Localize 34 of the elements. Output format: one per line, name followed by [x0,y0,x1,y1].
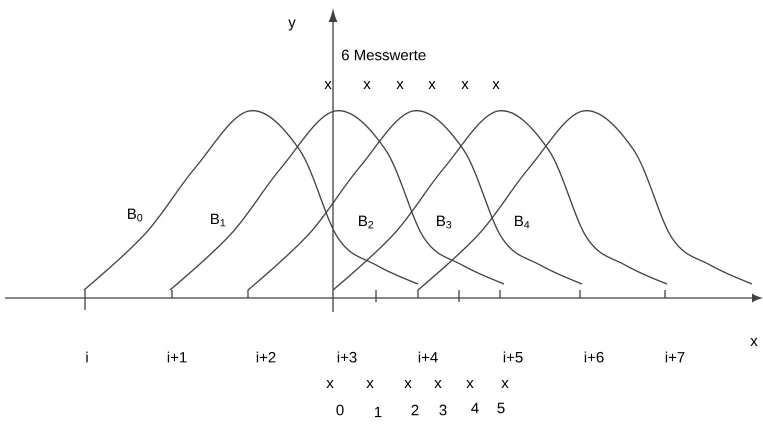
tick-label: i+4 [418,352,438,362]
tick-label: i [86,352,88,362]
data-point-mark: x [326,380,334,388]
data-point-mark: x [428,81,436,89]
axis-label: y [288,19,296,30]
index-number: 1 [374,406,382,418]
data-point-mark: x [404,380,412,388]
index-number: 0 [336,404,344,416]
tick-label: i+7 [666,352,684,362]
tick-label: i+2 [256,352,276,362]
data-point-mark: x [396,81,404,89]
index-number: 5 [497,402,505,414]
curve-label: B$_{3}$ [437,216,452,228]
data-point-mark: x [363,81,371,89]
data-point-mark: x [366,380,374,388]
index-number: 4 [471,402,479,414]
index-number: 2 [412,404,418,416]
tick-label: i+6 [584,352,604,362]
tick-label: i+3 [338,352,357,362]
tick-label: i+5 [504,352,523,362]
curve-label: B$_{1}$ [211,214,226,226]
axis-label: x [750,338,758,346]
data-point-mark: x [466,380,474,388]
data-point-mark: x [501,380,509,388]
data-point-mark: x [461,81,469,89]
data-point-mark: x [324,81,332,89]
curve-label: B$_{4}$ [515,216,530,228]
tick-label: i+1 [168,352,186,362]
curve-label: B$_{2}$ [359,216,374,228]
curve-label: B$_{0}$ [128,208,142,222]
index-number: 3 [439,404,447,416]
data-point-mark: x [434,380,442,388]
data-point-mark: x [492,81,500,89]
annotation: 6 Messwerte [342,50,426,60]
